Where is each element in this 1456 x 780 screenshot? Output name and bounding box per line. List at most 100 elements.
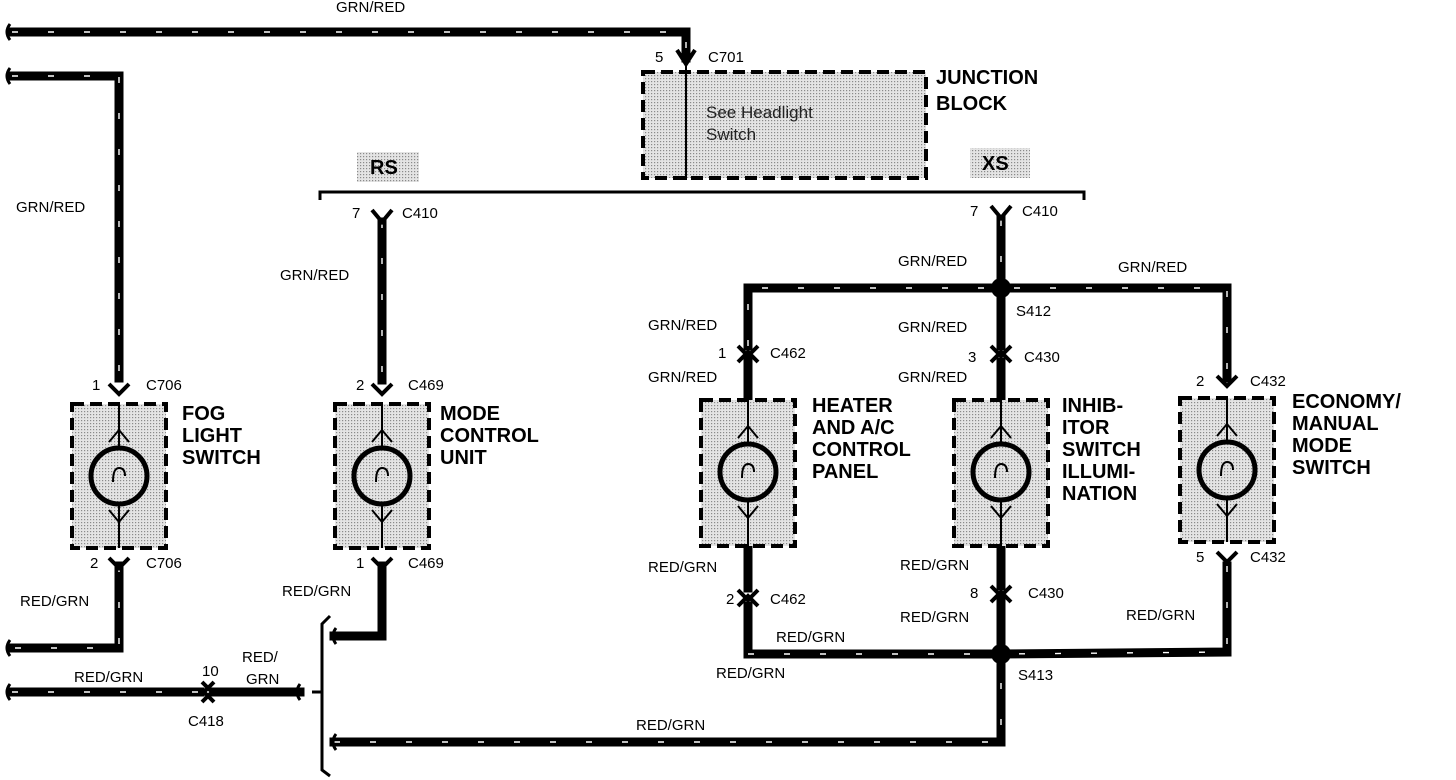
wire-fog-ground <box>7 561 124 653</box>
heater-title-line1: HEATER <box>812 395 893 417</box>
inhibitor-bottom-connector: C430 <box>1028 585 1064 602</box>
wire-label-mode-feed: GRN/RED <box>280 267 349 284</box>
junction-title-line1: JUNCTION <box>936 67 1038 89</box>
c410-right-label: C410 <box>1022 203 1058 220</box>
wire-label-fog-feed: GRN/RED <box>16 199 85 216</box>
mode-title-line3: UNIT <box>440 447 487 469</box>
wire-ends <box>5 23 338 751</box>
fog-bottom-connector: C706 <box>146 555 182 572</box>
c701-label: C701 <box>708 49 744 66</box>
c410-left-pin: 7 <box>352 205 360 222</box>
option-bracket: RS XS <box>318 148 1086 200</box>
wire-label-c418-out-line1: RED/ <box>242 649 279 666</box>
c701-pin: 5 <box>655 49 663 66</box>
inhibitor-title-line1: INHIB- <box>1062 395 1123 417</box>
splice-s412 <box>991 278 1011 298</box>
component-mode: 2 C469 1 C469 MODE CONTROL UNIT <box>333 377 539 572</box>
wire-label-heater-ground-b: RED/GRN <box>776 629 845 646</box>
economy-title-line2: MANUAL <box>1292 413 1379 435</box>
wire-label-bottom-ground: RED/GRN <box>636 717 705 734</box>
economy-title-line3: MODE <box>1292 435 1352 457</box>
junction-note-line1: See Headlight <box>706 103 813 122</box>
inhibitor-title-line5: NATION <box>1062 483 1137 505</box>
wire-label-heater-feed-b: GRN/RED <box>648 369 717 386</box>
mode-bottom-pin: 1 <box>356 555 364 572</box>
splice-s412-label: S412 <box>1016 303 1051 320</box>
fog-top-pin: 1 <box>92 377 100 394</box>
mode-top-connector: C469 <box>408 377 444 394</box>
heater-top-connector: C462 <box>770 345 806 362</box>
junction-block: 5 C701 See Headlight Switch JUNCTION BLO… <box>641 48 1038 180</box>
wire-label-c418-in: RED/GRN <box>74 669 143 686</box>
heater-top-pin: 1 <box>718 345 726 362</box>
inhibitor-title-line3: SWITCH <box>1062 439 1141 461</box>
wire-label-mode-ground: RED/GRN <box>282 583 351 600</box>
economy-top-pin: 2 <box>1196 373 1204 390</box>
wire-fog-feed <box>7 71 124 383</box>
wire-s412-bus <box>743 283 1232 383</box>
inhibitor-top-connector: C430 <box>1024 349 1060 366</box>
component-economy: 2 C432 5 C432 ECONOMY/ MANUAL MODE SWITC… <box>1178 373 1401 566</box>
wire-label-fog-ground: RED/GRN <box>20 593 89 610</box>
heater-bottom-connector: C462 <box>770 591 806 608</box>
wire-label-inhib-ground-b: RED/GRN <box>900 609 969 626</box>
mode-top-pin: 2 <box>356 377 364 394</box>
c410-left-label: C410 <box>402 205 438 222</box>
inhibitor-top-pin: 3 <box>968 349 976 366</box>
splice-s413 <box>991 644 1011 664</box>
wire-label-xs-feed: GRN/RED <box>898 253 967 270</box>
wire-label-inhib-ground-a: RED/GRN <box>900 557 969 574</box>
wire-label-heater-ground-c: RED/GRN <box>716 665 785 682</box>
economy-title-line1: ECONOMY/ <box>1292 391 1401 413</box>
wire-label-heater-ground-a: RED/GRN <box>648 559 717 576</box>
fog-title-line1: FOG <box>182 403 225 425</box>
component-heater: 1 C462 2 C462 HEATER AND A/C CONTROL PAN… <box>699 344 911 608</box>
heater-bottom-pin: 2 <box>726 591 734 608</box>
component-fog: 1 C706 2 C706 FOG LIGHT SWITCH <box>70 377 261 572</box>
c418-connector: 10 C418 <box>188 663 224 730</box>
inhibitor-title-line2: ITOR <box>1062 417 1110 439</box>
wire-label-heater-feed-a: GRN/RED <box>648 317 717 334</box>
wire-label-inhib-feed-b: GRN/RED <box>898 369 967 386</box>
heater-title-line2: AND A/C <box>812 417 895 439</box>
ground-bracket <box>312 614 332 778</box>
wires <box>7 27 1232 747</box>
wire-label-inhib-feed-a: GRN/RED <box>898 319 967 336</box>
mode-title-line2: CONTROL <box>440 425 539 447</box>
heater-title-line3: CONTROL <box>812 439 911 461</box>
wire-label-c418-out-line2: GRN <box>246 671 279 688</box>
wire-top-feed <box>7 27 691 63</box>
fog-bottom-pin: 2 <box>90 555 98 572</box>
wire-label-top-feed: GRN/RED <box>336 0 405 16</box>
fog-title-line3: SWITCH <box>182 447 261 469</box>
junction-title-line2: BLOCK <box>936 93 1008 115</box>
wire-label-econ-ground: RED/GRN <box>1126 607 1195 624</box>
economy-top-connector: C432 <box>1250 373 1286 390</box>
option-rs-label: RS <box>370 157 398 179</box>
c410-connectors: 7 C410 7 C410 <box>352 203 1058 226</box>
splice-s413-label: S413 <box>1018 667 1053 684</box>
junction-note-line2: Switch <box>706 125 756 144</box>
option-xs-label: XS <box>982 153 1009 175</box>
fog-top-connector: C706 <box>146 377 182 394</box>
mode-title-line1: MODE <box>440 403 500 425</box>
inhibitor-title-line4: ILLUMI- <box>1062 461 1135 483</box>
mode-bottom-connector: C469 <box>408 555 444 572</box>
wire-econ-ground <box>996 561 1232 659</box>
option-xs-badge <box>970 148 1030 178</box>
wire-color-labels: GRN/RED GRN/RED GRN/RED GRN/RED GRN/RED … <box>16 0 1195 734</box>
heater-title-line4: PANEL <box>812 461 878 483</box>
component-inhibitor: 3 C430 8 C430 INHIB- ITOR SWITCH ILLUMI-… <box>952 344 1141 604</box>
option-rs-badge <box>357 152 419 182</box>
c418-pin: 10 <box>202 663 219 680</box>
c701-connector-symbol <box>675 48 697 68</box>
junction-block-box <box>641 70 928 180</box>
c410-right-pin: 7 <box>970 203 978 220</box>
inhibitor-bottom-pin: 8 <box>970 585 978 602</box>
economy-title-line4: SWITCH <box>1292 457 1371 479</box>
wire-label-econ-feed: GRN/RED <box>1118 259 1187 276</box>
fog-title-line2: LIGHT <box>182 425 242 447</box>
economy-bottom-connector: C432 <box>1250 549 1286 566</box>
economy-bottom-pin: 5 <box>1196 549 1204 566</box>
